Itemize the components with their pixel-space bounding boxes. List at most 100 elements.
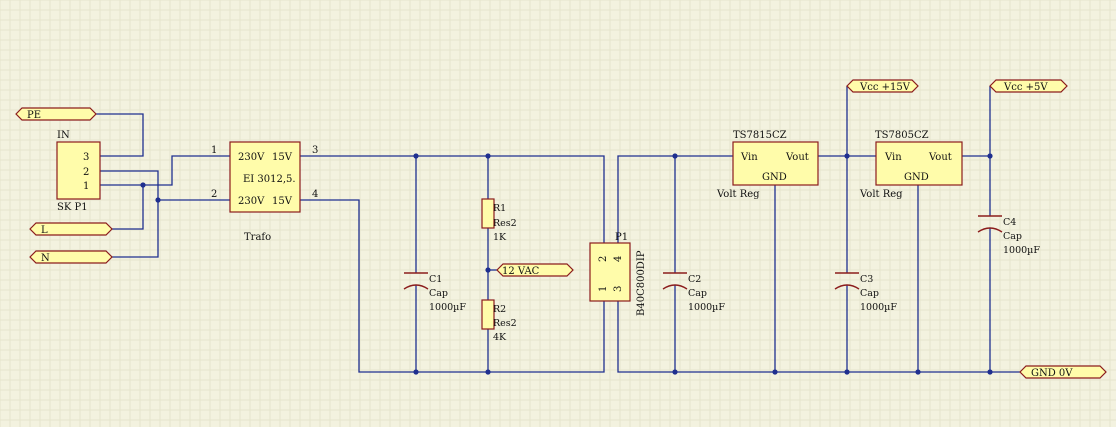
c4-value: 1000µF: [1003, 245, 1040, 256]
junction-dot: [844, 369, 850, 375]
junction-dot: [772, 369, 778, 375]
connector-pin-1: 1: [83, 181, 89, 192]
capacitor-c3[interactable]: C3 Cap 1000µF: [834, 272, 897, 313]
port-gnd-label: GND 0V: [1031, 368, 1073, 379]
reg1-vout: Vout: [785, 152, 809, 163]
port-vcc5[interactable]: Vcc +5V: [989, 79, 1068, 93]
port-vcc5-label: Vcc +5V: [1003, 82, 1048, 93]
wire-sec-bottom: [300, 199, 605, 373]
port-l[interactable]: L: [29, 222, 113, 236]
r1-body: [481, 198, 495, 229]
c1-value: 1000µF: [429, 302, 466, 313]
trafo-secondary-bottom: 15V: [272, 196, 293, 207]
port-gnd[interactable]: GND 0V: [1019, 365, 1107, 379]
bridge-comment: B40C800DIP: [636, 250, 647, 316]
c4-designator: C4: [1003, 217, 1016, 228]
c2-designator: C2: [688, 274, 701, 285]
junction-dot: [485, 153, 491, 159]
junctions: [140, 153, 993, 375]
c3-value: 1000µF: [860, 302, 897, 313]
reg2-vout: Vout: [928, 152, 952, 163]
reg1-comment: Volt Reg: [716, 189, 760, 200]
cap-plate-curved: [403, 284, 429, 290]
r2-comment: Res2: [493, 318, 517, 329]
c3-comment: Cap: [860, 288, 879, 299]
reg2-gnd: GND: [904, 172, 929, 183]
r1-value: 1K: [493, 232, 507, 243]
port-n[interactable]: N: [29, 250, 113, 264]
connector-pin-3: 3: [83, 152, 89, 163]
r2-designator: R2: [493, 304, 506, 315]
wire-pin1: [100, 155, 230, 186]
reg2-designator: TS7805CZ: [875, 130, 929, 141]
connector-body: [56, 141, 101, 200]
port-12vac[interactable]: 12 VAC: [496, 263, 574, 277]
r2-value: 4K: [493, 332, 507, 343]
port-l-label: L: [41, 225, 48, 236]
trafo-comment: Trafo: [244, 232, 271, 243]
junction-dot: [672, 369, 678, 375]
capacitor-c2[interactable]: C2 Cap 1000µF: [662, 272, 725, 313]
junction-dot: [915, 369, 921, 375]
trafo-primary-bottom: 230V: [238, 196, 265, 207]
c3-designator: C3: [860, 274, 873, 285]
trafo-pin2: 2: [211, 189, 217, 200]
port-vcc15[interactable]: Vcc +15V: [846, 79, 919, 93]
reg2-vin: Vin: [884, 152, 902, 163]
junction-dot: [140, 182, 146, 188]
voltage-regulator-ts7805cz[interactable]: TS7805CZ Vin Vout GND Volt Reg: [859, 130, 963, 200]
connector-designator: IN: [57, 130, 70, 141]
capacitor-c4[interactable]: C4 Cap 1000µF: [977, 215, 1040, 256]
port-n-label: N: [41, 253, 50, 264]
trafo-secondary-top: 15V: [272, 152, 293, 163]
connector-in[interactable]: IN 3 2 1 SK P1: [56, 130, 101, 213]
junction-dot: [413, 153, 419, 159]
junction-dot: [485, 267, 491, 273]
reg1-vin: Vin: [740, 152, 758, 163]
r2-body: [481, 299, 495, 330]
wire-pe: [95, 113, 144, 157]
trafo-model: EI 3012,5.: [243, 174, 296, 185]
port-12vac-label: 12 VAC: [502, 266, 540, 277]
c1-designator: C1: [429, 274, 442, 285]
bridge-pin3: 3: [613, 286, 624, 292]
wire-l: [112, 185, 144, 230]
junction-dot: [844, 153, 850, 159]
cap-plate-curved: [977, 227, 1003, 233]
junction-dot: [987, 153, 993, 159]
c2-comment: Cap: [688, 288, 707, 299]
bridge-pin2: 2: [598, 256, 609, 262]
r1-designator: R1: [493, 203, 506, 214]
connector-comment: SK P1: [57, 202, 88, 213]
capacitor-c1[interactable]: C1 Cap 1000µF: [403, 272, 466, 313]
reg1-designator: TS7815CZ: [733, 130, 787, 141]
junction-dot: [987, 369, 993, 375]
resistor-r2[interactable]: R2 Res2 4K: [481, 299, 517, 343]
cap-plate-curved: [834, 284, 860, 290]
c1-comment: Cap: [429, 288, 448, 299]
bridge-designator: P1: [615, 232, 628, 243]
wire-bridge-minus: [617, 301, 1020, 373]
trafo-pin3: 3: [312, 145, 318, 156]
wire-bridge-plus: [617, 155, 735, 243]
port-pe[interactable]: PE: [15, 107, 97, 121]
c2-value: 1000µF: [688, 302, 725, 313]
junction-dot: [155, 197, 161, 203]
junction-dot: [413, 369, 419, 375]
bridge-rectifier-p1[interactable]: P1 2 4 1 3 B40C800DIP: [589, 232, 647, 316]
connector-pin-2: 2: [83, 167, 89, 178]
wire-pin2: [100, 170, 159, 258]
r1-comment: Res2: [493, 218, 517, 229]
wires: [95, 86, 1020, 373]
voltage-regulator-ts7815cz[interactable]: TS7815CZ Vin Vout GND Volt Reg: [716, 130, 819, 200]
bridge-body: [589, 242, 631, 302]
resistor-r1[interactable]: R1 Res2 1K: [481, 198, 517, 243]
port-pe-label: PE: [27, 110, 41, 121]
cap-plate-curved: [662, 284, 688, 290]
trafo-pin4: 4: [312, 189, 318, 200]
junction-dot: [672, 153, 678, 159]
reg2-comment: Volt Reg: [859, 189, 903, 200]
transformer[interactable]: 1 2 230V 15V EI 3012,5. 230V 15V 3 4 Tra…: [211, 141, 318, 243]
